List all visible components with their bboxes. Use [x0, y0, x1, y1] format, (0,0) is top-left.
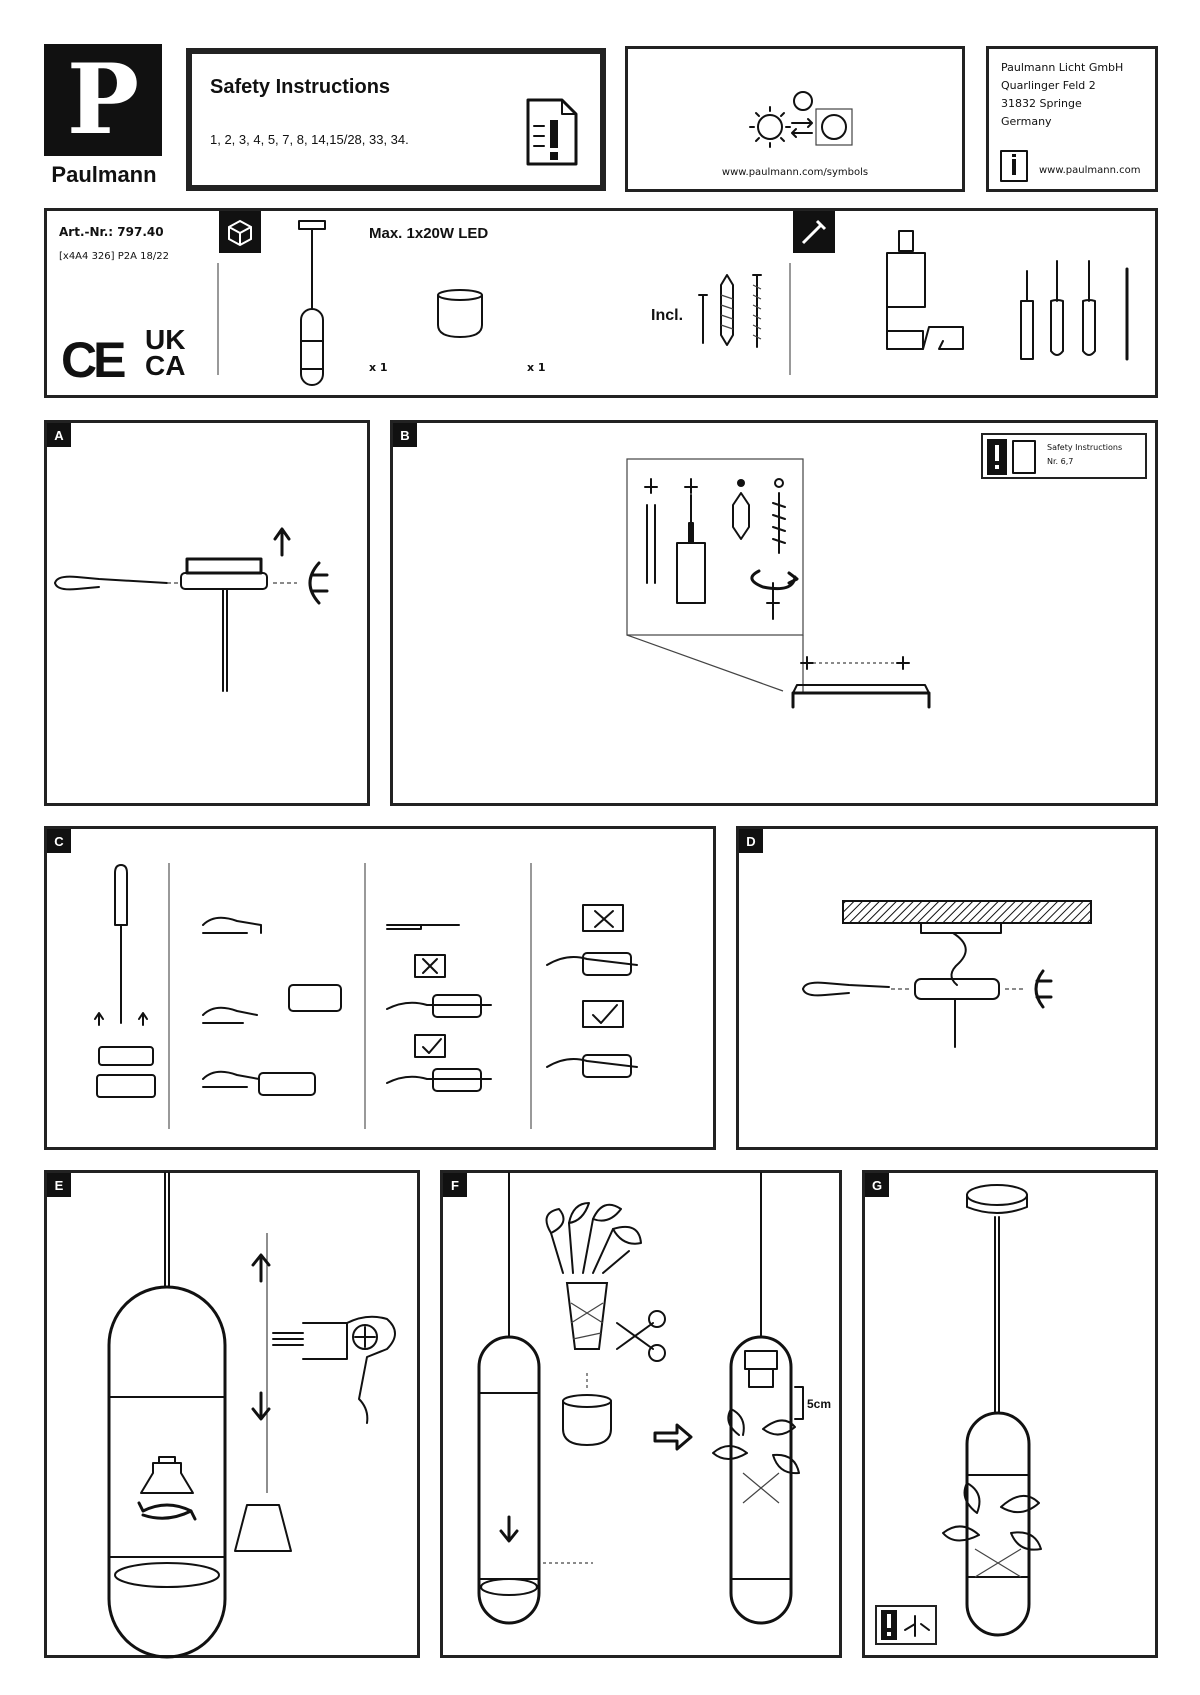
- safety-note-icon: [987, 439, 1036, 475]
- pendant-lamp-icon: [298, 220, 326, 386]
- step-c-panel: C: [44, 826, 716, 1150]
- brand-logo: P Paulmann: [44, 44, 164, 194]
- safety-note-box: Safety Instructions Nr. 6,7: [981, 433, 1147, 479]
- step-d-panel: D: [736, 826, 1158, 1150]
- article-number-label: Art.-Nr.: 797.40: [59, 225, 164, 239]
- ean-code: [x4A4 326] P2A 18/22: [59, 251, 169, 262]
- max-power: Max. 1x20W LED: [369, 225, 489, 242]
- package-contents-icon: [219, 211, 261, 253]
- safety-instructions-box: Safety Instructions 1, 2, 3, 4, 5, 7, 8,…: [186, 48, 606, 191]
- ce-mark: CE: [61, 332, 126, 388]
- step-g-label: G: [865, 1173, 889, 1197]
- step-e-label: E: [47, 1173, 71, 1197]
- included-label: Incl.: [651, 307, 684, 324]
- product-contents-box: Art.-Nr.: 797.40 [x4A4 326] P2A 18/22 CE…: [44, 208, 1158, 398]
- step-c-label: C: [47, 829, 71, 853]
- info-book-icon: [1000, 150, 1028, 182]
- step-f-illustration: [477, 1172, 804, 1625]
- screwdrivers-icon: [1020, 260, 1129, 361]
- symbols-box: www.paulmann.com/symbols: [625, 46, 965, 192]
- step-d-illustration: [802, 900, 1092, 1048]
- qty-lamp: x 1: [369, 361, 388, 374]
- qty-pot: x 1: [527, 361, 546, 374]
- step-g-illustration: [942, 1184, 1042, 1637]
- logo-letter: P: [66, 43, 140, 156]
- symbols-url: www.paulmann.com/symbols: [721, 167, 869, 178]
- tools-needed-icon: [793, 211, 835, 253]
- drill-icon: [886, 230, 964, 350]
- step-a-illustration: [54, 527, 329, 692]
- ceiling: [842, 900, 1092, 924]
- min-distance-label: 5cm: [807, 1397, 832, 1411]
- company-street: Quarlinger Feld 2: [1001, 79, 1096, 92]
- company-city: 31832 Springe: [1001, 97, 1082, 110]
- safety-note-line2: Nr. 6,7: [1047, 457, 1074, 466]
- company-box: Paulmann Licht GmbH Quarlinger Feld 2 31…: [986, 46, 1158, 192]
- brand-name: Paulmann: [51, 162, 157, 187]
- divider: [217, 263, 219, 375]
- lamp-exchange-icon: [749, 91, 853, 148]
- warning-icon: [881, 1610, 930, 1640]
- step-a-panel: A: [44, 420, 370, 806]
- step-d-label: D: [739, 829, 763, 853]
- ukca-mark: UK CA: [145, 324, 186, 381]
- step-b-label: B: [393, 423, 417, 447]
- step-a-label: A: [47, 423, 71, 447]
- no-plant-note: [875, 1605, 937, 1645]
- step-b-panel: B Safety Instructions Nr. 6,7: [390, 420, 1158, 806]
- step-e-illustration: [107, 1172, 396, 1659]
- ukca-top: UK: [145, 324, 186, 355]
- ukca-bottom: CA: [145, 350, 186, 381]
- step-f-panel: F 5cm: [440, 1170, 842, 1658]
- company-url: www.paulmann.com: [1039, 165, 1141, 176]
- article-number: 797.40: [117, 225, 164, 239]
- company-name: Paulmann Licht GmbH: [1001, 61, 1124, 74]
- company-country: Germany: [1001, 115, 1052, 128]
- safety-title: Safety Instructions: [210, 76, 391, 98]
- logo-mark: P: [44, 44, 162, 156]
- step-c-illustration: [94, 863, 638, 1129]
- step-b-illustration: [626, 458, 931, 709]
- step-e-panel: E: [44, 1170, 420, 1659]
- screws-and-dowels-icon: [698, 274, 762, 348]
- divider: [789, 263, 791, 375]
- document-warning-icon: [526, 98, 578, 166]
- step-g-panel: G: [862, 1170, 1158, 1658]
- step-f-label: F: [443, 1173, 467, 1197]
- plant-pot-icon: [437, 289, 483, 338]
- safety-item-list: 1, 2, 3, 4, 5, 7, 8, 14,15/28, 33, 34.: [210, 132, 409, 147]
- safety-note-line1: Safety Instructions: [1047, 443, 1123, 452]
